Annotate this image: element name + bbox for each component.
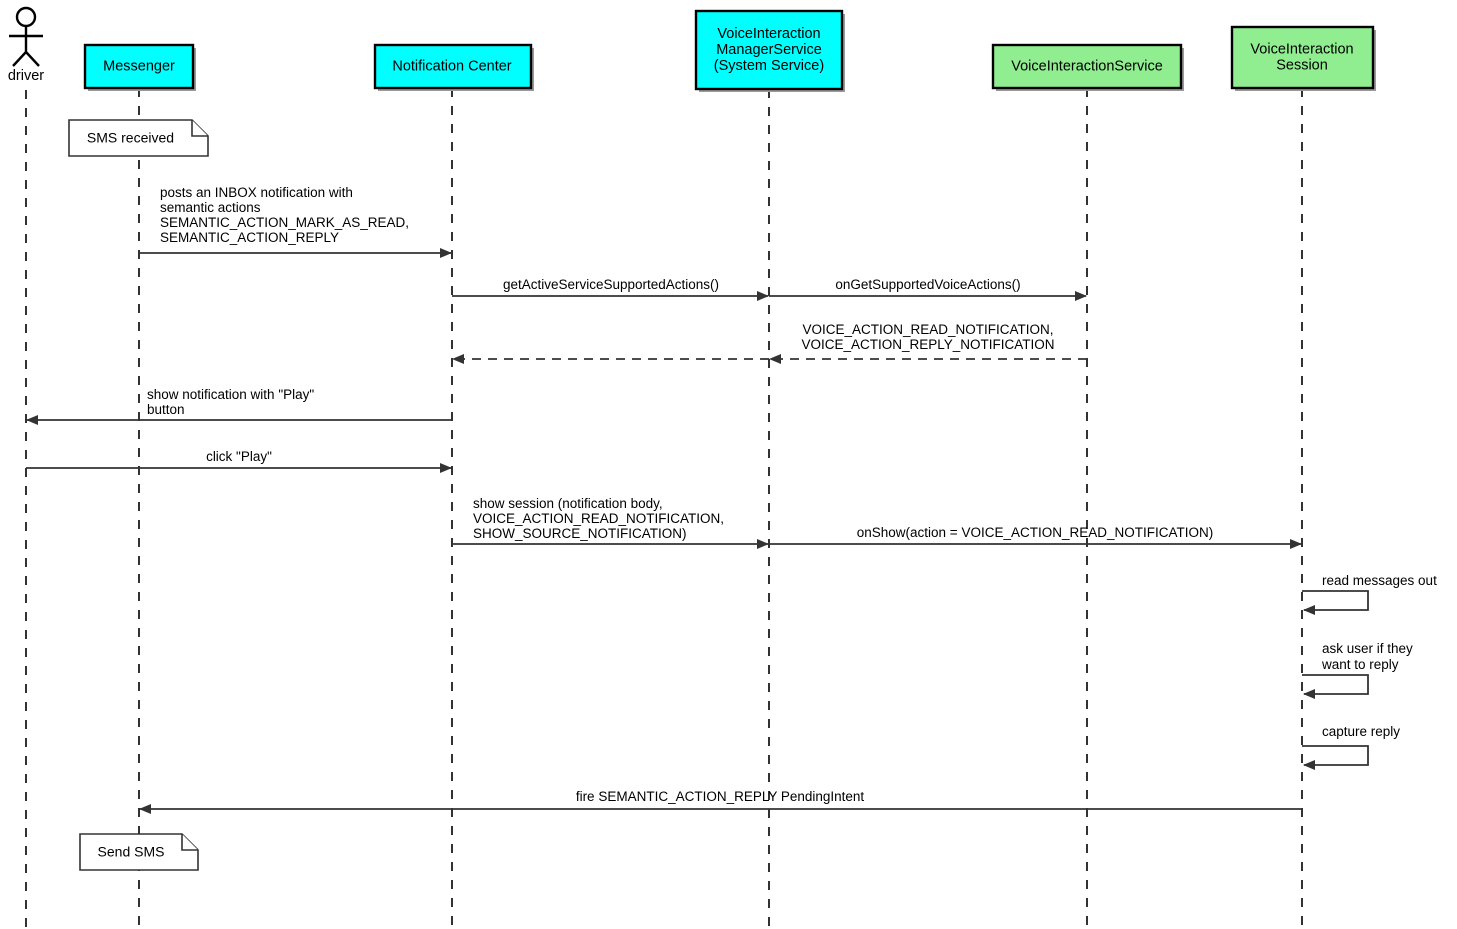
actor-driver[interactable]: driver — [8, 6, 44, 84]
note-fold-corner-icon — [191, 120, 208, 137]
message-label-line: SEMANTIC_ACTION_MARK_AS_READ, — [160, 215, 409, 230]
self-message-label-line: want to reply — [1321, 657, 1399, 672]
self-message-arrow — [1302, 590, 1369, 615]
actor-head-icon — [15, 6, 37, 28]
participant-box[interactable] — [991, 43, 1183, 90]
participant-box[interactable] — [694, 9, 844, 91]
message-label-line: onShow(action = VOICE_ACTION_READ_NOTIFI… — [857, 525, 1213, 540]
participant-box[interactable] — [83, 43, 195, 90]
participant-label-line: VoiceInteraction — [1250, 41, 1353, 57]
self-message-label-line: capture reply — [1322, 724, 1400, 739]
participant-label-line: ManagerService — [716, 42, 822, 58]
note-sms-received[interactable]: SMS received — [68, 119, 209, 157]
message-label-line: VOICE_ACTION_READ_NOTIFICATION, — [473, 511, 724, 526]
participant-label-line: VoiceInteraction — [717, 26, 820, 42]
note-send-sms[interactable]: Send SMS — [79, 833, 199, 871]
messages-layer: posts an INBOX notification withsemantic… — [26, 185, 1302, 814]
participants-layer: Messenger Notification Center VoiceInterac… — [83, 9, 1376, 92]
note-label: Send SMS — [98, 844, 165, 860]
msg-return-voice-actions-to-vims[interactable]: VOICE_ACTION_READ_NOTIFICATION,VOICE_ACT… — [769, 322, 1087, 364]
self-message-label-line: ask user if they — [1322, 641, 1413, 656]
self-msg-read-messages-out[interactable]: read messages out — [1302, 573, 1437, 615]
message-label-line: onGetSupportedVoiceActions() — [835, 277, 1020, 292]
message-label-line: click "Play" — [206, 449, 272, 464]
note-label: SMS received — [87, 130, 174, 146]
message-label-line: SHOW_SOURCE_NOTIFICATION) — [473, 526, 687, 541]
message-label-line: show notification with "Play" — [147, 387, 314, 402]
msg-show-notification-with-play-button[interactable]: show notification with "Play"button — [26, 387, 452, 425]
actor-leg-left-icon — [12, 51, 27, 67]
message-label-line: fire SEMANTIC_ACTION_REPLY PendingIntent — [576, 789, 865, 804]
msg-on-get-supported-voice-actions[interactable]: onGetSupportedVoiceActions() — [769, 277, 1087, 301]
note-fold-corner-icon — [181, 834, 198, 851]
self-message-label-line: read messages out — [1322, 573, 1437, 588]
message-label-line: show session (notification body, — [473, 496, 663, 511]
message-label-line: posts an INBOX notification with — [160, 185, 353, 200]
msg-on-show[interactable]: onShow(action = VOICE_ACTION_READ_NOTIFI… — [769, 525, 1302, 549]
message-label-line: VOICE_ACTION_READ_NOTIFICATION, — [802, 322, 1053, 337]
message-label-line: SEMANTIC_ACTION_REPLY — [160, 230, 339, 245]
participant-notification-center[interactable]: Notification Center — [373, 43, 534, 91]
participant-label-line: Notification Center — [392, 58, 511, 74]
msg-post-notification[interactable]: posts an INBOX notification withsemantic… — [139, 185, 452, 258]
self-message-arrow — [1302, 674, 1369, 699]
msg-get-active-service-supported-actions[interactable]: getActiveServiceSupportedActions() — [452, 277, 769, 301]
actor-leg-right-icon — [25, 51, 40, 67]
note-body — [68, 119, 209, 157]
actor-label: driver — [8, 68, 44, 84]
actors-layer: driver — [8, 6, 44, 84]
self-message-arrow — [1302, 745, 1369, 770]
participant-label-line: Messenger — [103, 58, 175, 74]
message-label-line: VOICE_ACTION_REPLY_NOTIFICATION — [801, 337, 1054, 352]
self-msg-capture-reply[interactable]: capture reply — [1302, 724, 1400, 770]
msg-click-play[interactable]: click "Play" — [26, 449, 452, 473]
msg-fire-semantic-action-reply-pending-intent[interactable]: fire SEMANTIC_ACTION_REPLY PendingIntent — [139, 789, 1302, 814]
message-label-line: getActiveServiceSupportedActions() — [503, 277, 719, 292]
participant-label-line: Session — [1276, 57, 1328, 73]
participant-label-line: VoiceInteractionService — [1011, 58, 1163, 74]
msg-show-session[interactable]: show session (notification body,VOICE_AC… — [452, 496, 769, 549]
message-label-line: button — [147, 402, 185, 417]
participant-box[interactable] — [1230, 25, 1375, 90]
participant-messenger[interactable]: Messenger — [83, 43, 196, 91]
participant-label-line: (System Service) — [714, 58, 824, 74]
note-body — [79, 833, 199, 871]
participant-voice-interaction-service[interactable]: VoiceInteractionService — [991, 43, 1184, 91]
participant-box[interactable] — [373, 43, 533, 90]
lifelines-layer — [25, 88, 1303, 929]
message-label-line: semantic actions — [160, 200, 261, 215]
